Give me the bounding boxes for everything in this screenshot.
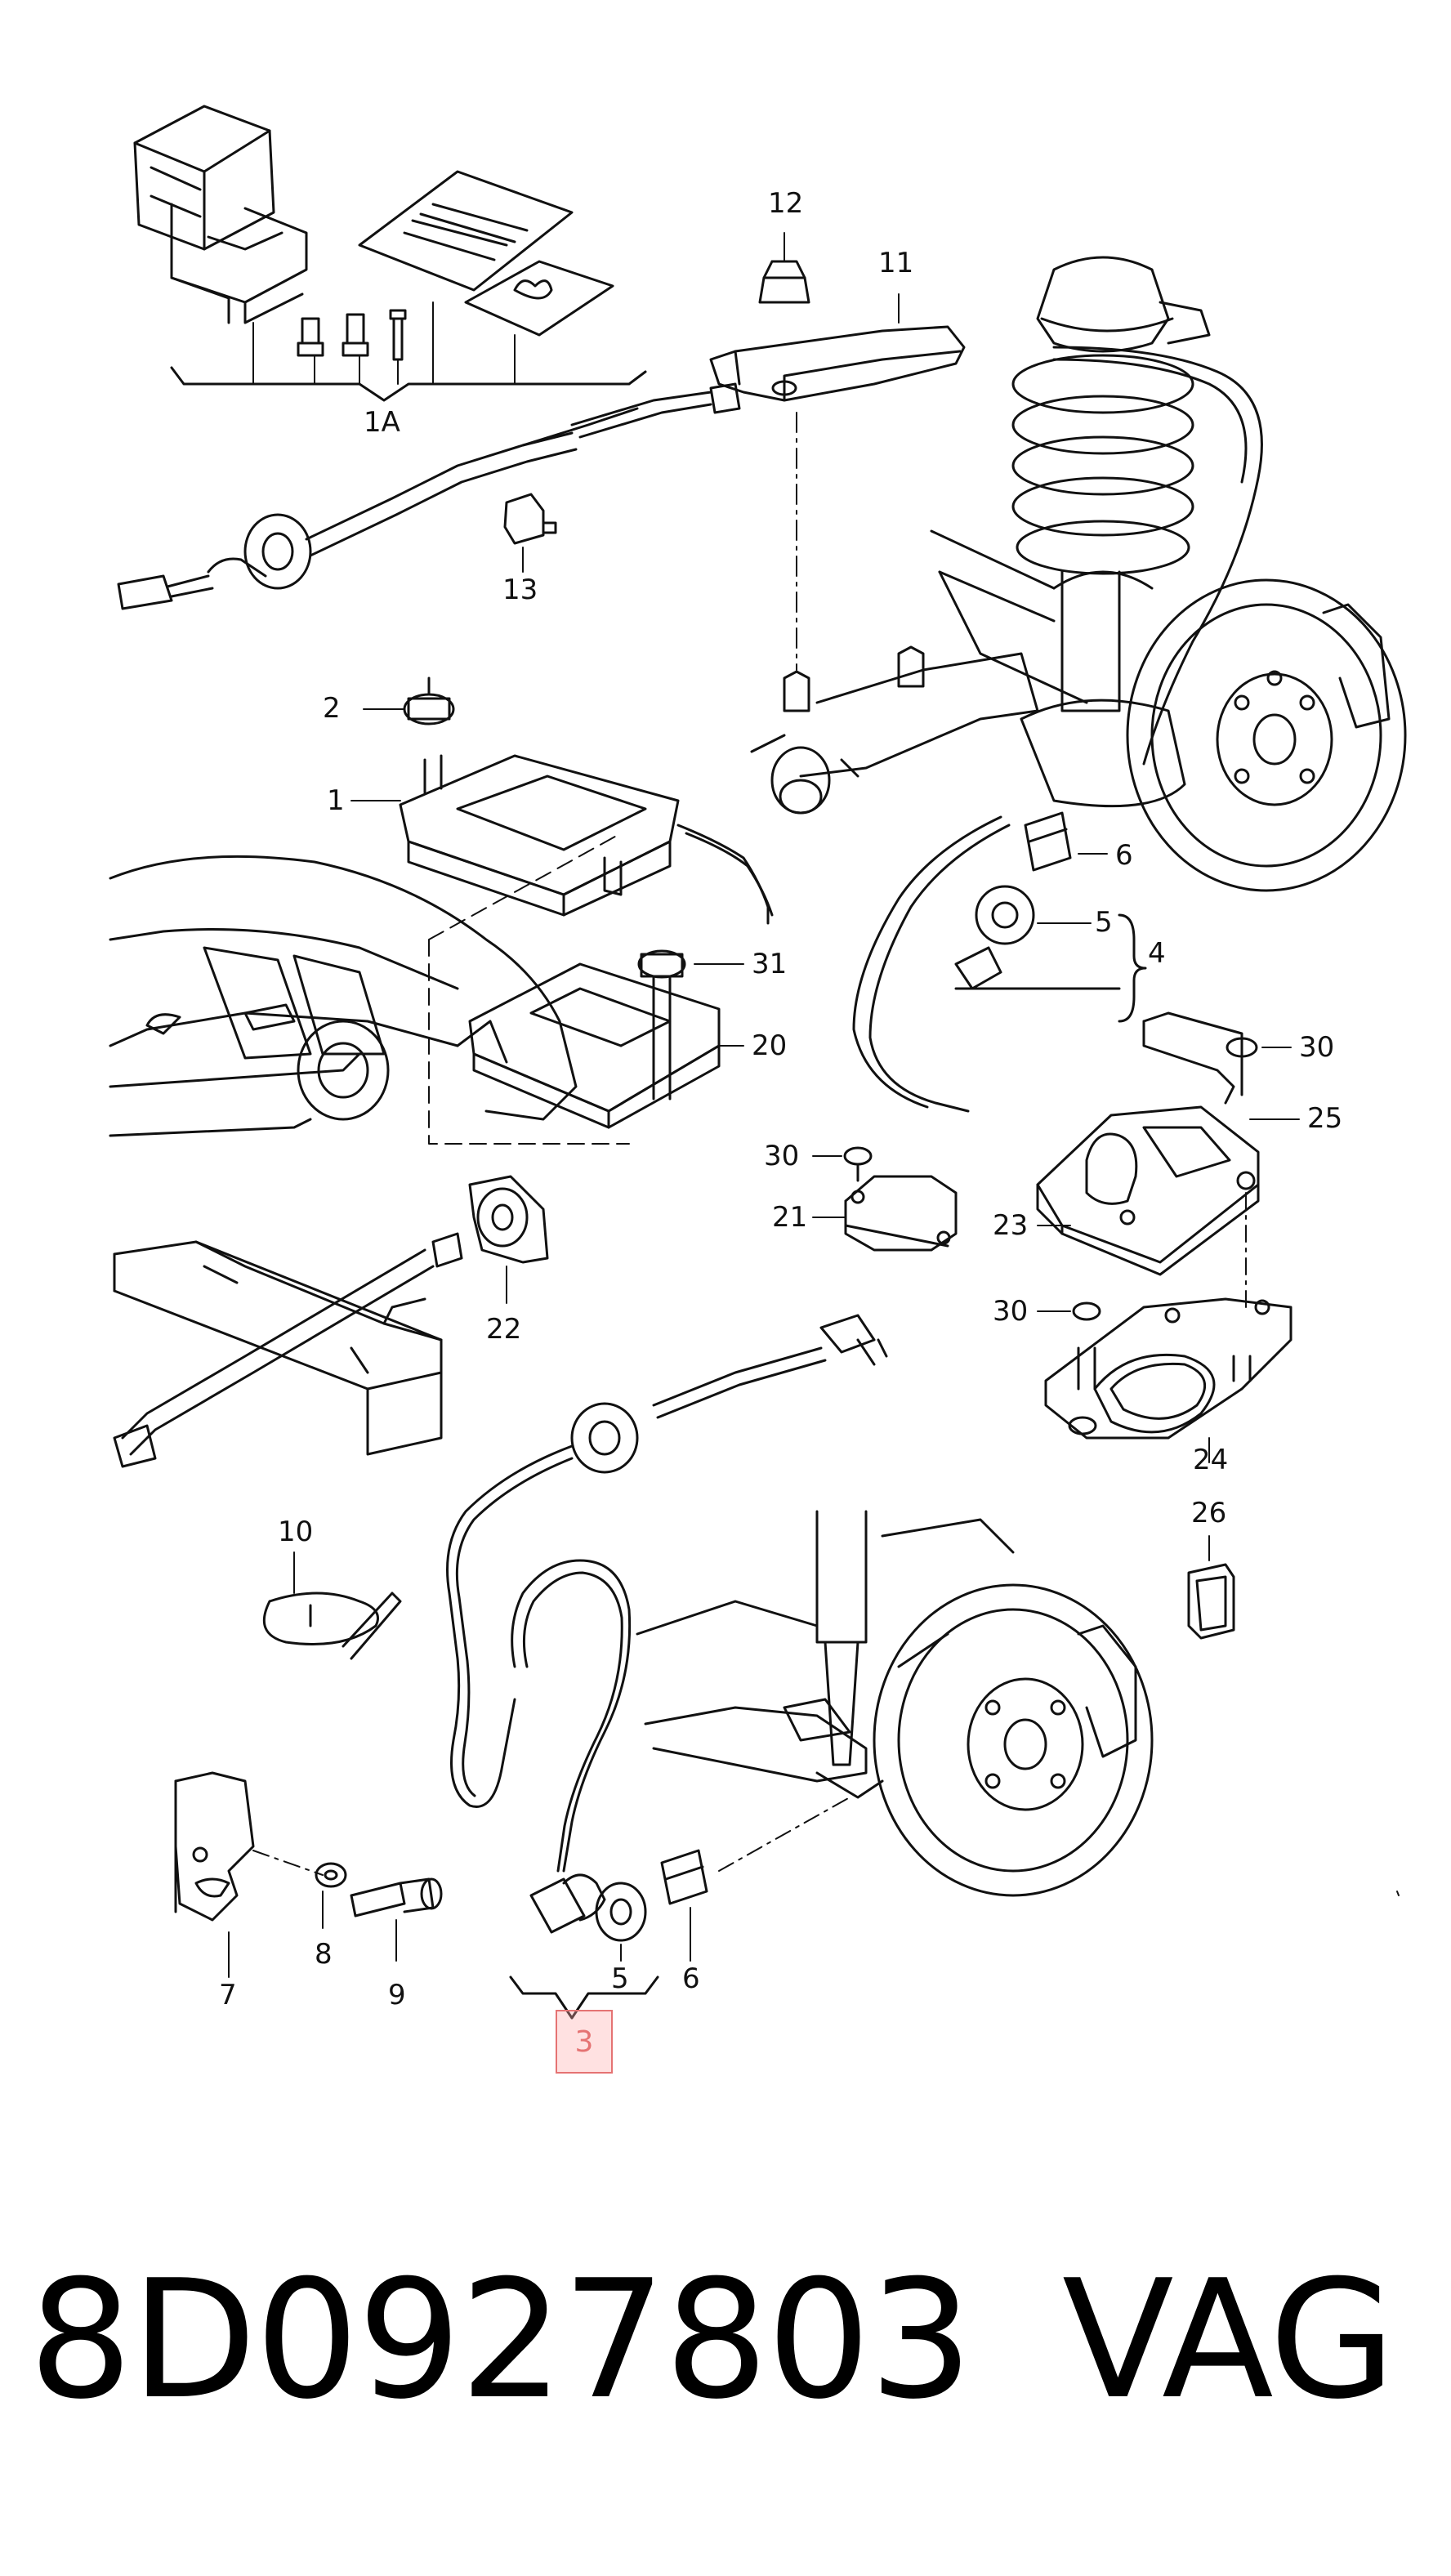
label-30: 30 bbox=[993, 1295, 1029, 1328]
label-24: 24 bbox=[1193, 1444, 1229, 1476]
abs-control-unit bbox=[133, 105, 308, 324]
bolt-9 bbox=[350, 1877, 443, 1917]
abs-cable-upper bbox=[117, 382, 741, 610]
bracket-25 bbox=[1142, 1011, 1243, 1105]
dash-car-box bbox=[428, 833, 630, 1145]
label-12: 12 bbox=[768, 187, 804, 220]
nut-30c bbox=[1072, 1301, 1101, 1391]
sensor-21 bbox=[844, 1175, 958, 1252]
label-25: 25 bbox=[1307, 1102, 1343, 1135]
abs-cable-rear bbox=[446, 1314, 888, 1934]
sensor-22 bbox=[468, 1175, 549, 1264]
control-module-1 bbox=[399, 754, 774, 925]
bracket-3 bbox=[509, 1976, 659, 2020]
bracket-1A bbox=[170, 366, 647, 402]
label-1A: 1A bbox=[364, 406, 400, 439]
label-6: 6 bbox=[1115, 839, 1133, 872]
lower-control-arm-front bbox=[750, 645, 1039, 815]
switch-26 bbox=[1187, 1563, 1235, 1640]
bracket-7 bbox=[174, 1771, 255, 1922]
control-module-20 bbox=[468, 962, 721, 1129]
sensor-sleeve-6b bbox=[660, 1849, 708, 1905]
bracket-4 bbox=[1118, 913, 1147, 1023]
control-unit-23 bbox=[1036, 1105, 1260, 1276]
label-30: 30 bbox=[1299, 1031, 1335, 1064]
label-23: 23 bbox=[993, 1209, 1029, 1242]
dashdot-rear bbox=[718, 1797, 851, 1872]
label-4: 4 bbox=[1148, 937, 1166, 970]
plate-24 bbox=[1044, 1297, 1293, 1440]
sensor-sleeve-6a bbox=[1024, 811, 1072, 872]
nut-30a bbox=[1226, 1037, 1258, 1096]
label-31: 31 bbox=[752, 948, 788, 980]
steering-column bbox=[113, 1232, 463, 1468]
brake-disc-front bbox=[1126, 578, 1407, 892]
label-2: 2 bbox=[323, 692, 341, 725]
label-9: 9 bbox=[388, 1979, 406, 2011]
highlighted-part-label: 3 bbox=[556, 2010, 613, 2074]
nut-31 bbox=[637, 949, 686, 979]
label-6: 6 bbox=[682, 1962, 700, 1995]
label-20: 20 bbox=[752, 1029, 788, 1062]
front-strut-assembly bbox=[930, 256, 1211, 808]
label-21: 21 bbox=[772, 1201, 808, 1234]
label-5: 5 bbox=[1095, 906, 1113, 939]
grommet-5b bbox=[595, 1882, 647, 1942]
clip-13 bbox=[503, 493, 557, 545]
nut-2 bbox=[403, 676, 455, 725]
documents bbox=[358, 170, 614, 337]
label-10: 10 bbox=[278, 1516, 314, 1548]
brand-caption: VAG bbox=[1062, 2245, 1395, 2435]
plug-fasteners bbox=[297, 309, 407, 361]
label-26: 26 bbox=[1191, 1497, 1227, 1529]
label-11: 11 bbox=[878, 247, 914, 279]
abs-cable-front bbox=[852, 346, 1263, 1113]
car-outline bbox=[109, 855, 578, 1137]
label-5: 5 bbox=[611, 1962, 629, 1995]
label-8: 8 bbox=[315, 1938, 333, 1971]
brake-disc-rear bbox=[873, 1583, 1154, 1897]
label-30: 30 bbox=[764, 1140, 800, 1172]
dashdot-7 bbox=[252, 1850, 324, 1876]
label-22: 22 bbox=[486, 1313, 522, 1346]
label-13: 13 bbox=[502, 574, 538, 606]
washer-8 bbox=[315, 1862, 347, 1888]
leader-lines-1A bbox=[252, 301, 516, 385]
rear-suspension bbox=[636, 1510, 1015, 1799]
cable-tie-10 bbox=[262, 1592, 402, 1660]
grommet-5a bbox=[975, 885, 1035, 945]
stray-mark bbox=[1396, 1891, 1400, 1896]
label-1: 1 bbox=[327, 784, 345, 817]
bracket-11 bbox=[709, 325, 966, 402]
label-7: 7 bbox=[219, 1979, 237, 2011]
bolt-12 bbox=[758, 260, 810, 304]
part-number-caption: 8D0927803 bbox=[29, 2245, 973, 2435]
nut-30b bbox=[843, 1146, 873, 1182]
